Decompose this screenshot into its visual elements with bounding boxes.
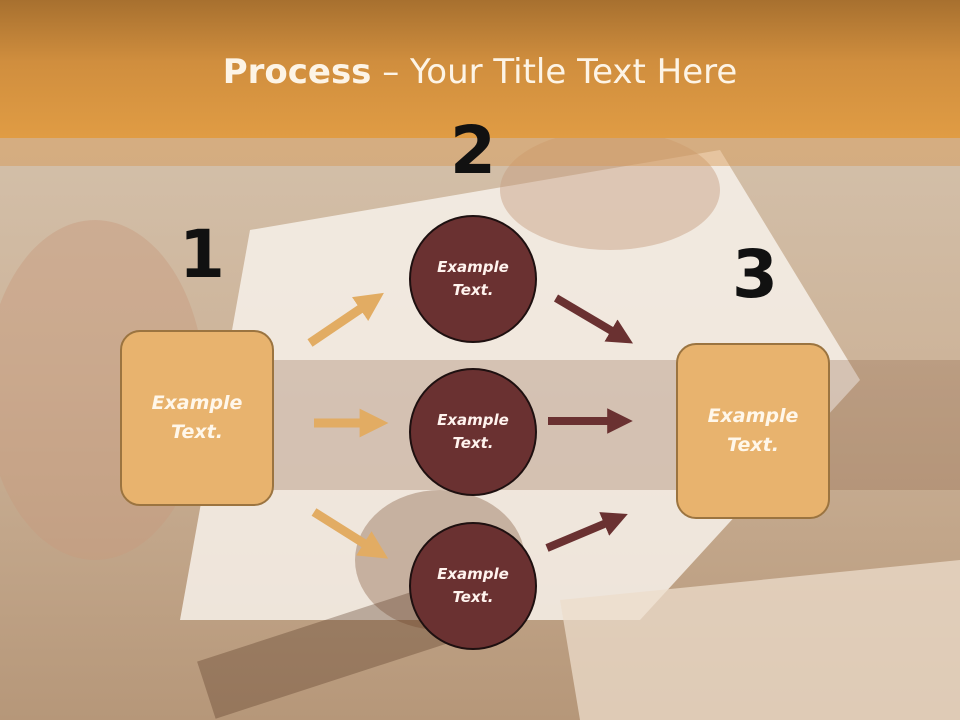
process-circle-bottom: Example Text. [409, 522, 537, 650]
step-number-1: 1 [179, 216, 225, 293]
process-circle-top: Example Text. [409, 215, 537, 343]
slide-title: Process – Your Title Text Here [0, 52, 960, 92]
title-bar-band [0, 138, 960, 166]
step-number-3: 3 [732, 236, 778, 313]
right-process-box: Example Text. [676, 343, 830, 519]
title-bold: Process [222, 52, 372, 92]
left-process-box: Example Text. [120, 330, 274, 506]
arrow-bottom-to-right [545, 512, 628, 552]
title-rest: – Your Title Text Here [371, 52, 738, 92]
arrow-top-to-right [553, 294, 634, 344]
title-bar [0, 0, 960, 138]
arrow-left-to-top [307, 292, 384, 347]
process-circle-middle: Example Text. [409, 368, 537, 496]
step-number-2: 2 [450, 112, 496, 189]
arrow-left-to-bottom [311, 508, 389, 559]
